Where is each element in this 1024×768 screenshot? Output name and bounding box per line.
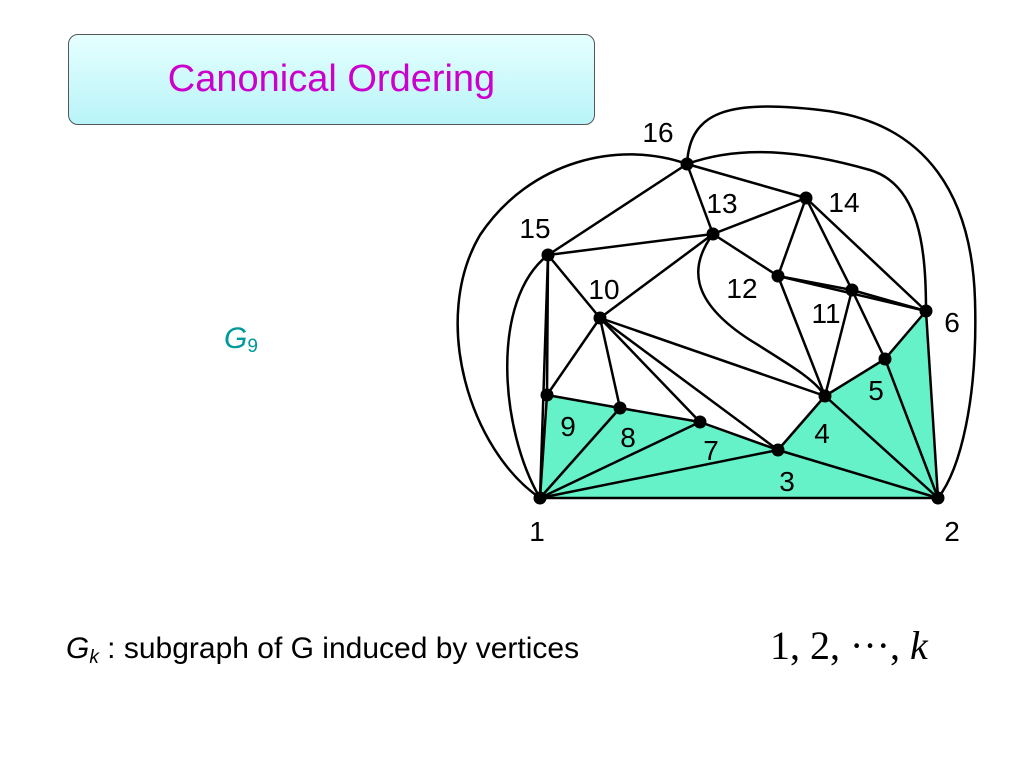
edge-5-2: [883, 358, 940, 499]
edge-6-2: [924, 310, 940, 499]
edge-1-7: [539, 420, 701, 500]
edge-14-6: [805, 197, 927, 312]
subgraph-label-sub: 9: [247, 336, 258, 357]
vertex-11: [845, 283, 859, 297]
vertex-label-16: 16: [642, 117, 673, 148]
edge-1-15: [506, 254, 549, 499]
vertex-6: [919, 304, 933, 318]
edge-1-3: [539, 448, 779, 500]
edge-16-13: [685, 163, 715, 235]
vertex-label-5: 5: [868, 375, 884, 406]
vertex-10: [593, 311, 607, 325]
vertex-label-3: 3: [779, 466, 795, 497]
vertex-label-4: 4: [814, 418, 830, 449]
page-title: Canonical Ordering: [167, 58, 496, 100]
formula-dots: ···,: [850, 623, 910, 668]
edge-10-7: [599, 317, 701, 423]
edge-10-15: [547, 254, 601, 319]
edge-1-15: [538, 254, 550, 499]
vertex-label-13: 13: [706, 188, 737, 219]
edge-7-8: [619, 406, 701, 424]
edge-13-4: [696, 233, 827, 397]
vertex-sequence-formula: 1, 2, ···, k: [770, 622, 928, 669]
vertex-label-2: 2: [944, 516, 960, 547]
vertex-label-8: 8: [620, 422, 636, 453]
edge-16-14: [686, 162, 807, 200]
caption: Gk : subgraph of G induced by vertices: [66, 632, 579, 669]
vertex-label-1: 1: [529, 516, 545, 547]
edge-11-5: [850, 289, 887, 360]
title-box: Canonical Ordering: [68, 34, 595, 125]
caption-symbol: G: [66, 632, 90, 665]
edge-16-6: [686, 150, 928, 312]
edge-13-14: [712, 196, 807, 236]
vertex-label-10: 10: [588, 274, 619, 305]
edge-3-2: [777, 448, 939, 500]
edge-3-7: [699, 420, 779, 452]
formula-end: k: [909, 623, 928, 668]
edge-10-8: [598, 317, 622, 409]
vertex-5: [878, 352, 892, 366]
vertex-1: [533, 491, 547, 505]
edge-4-5: [824, 357, 886, 398]
caption-text: : subgraph of G induced by vertices: [98, 632, 580, 665]
vertex-label-6: 6: [944, 307, 960, 338]
vertex-13: [706, 227, 720, 241]
vertex-7: [693, 415, 707, 429]
edge-15-13: [547, 232, 714, 257]
vertex-15: [541, 248, 555, 262]
edge-1-8: [539, 407, 621, 499]
vertex-2: [931, 491, 945, 505]
edge-5-6: [884, 310, 927, 360]
edge-10-4: [599, 316, 826, 398]
edge-9-10: [545, 317, 602, 396]
edge-14-12: [776, 197, 808, 277]
vertex-label-14: 14: [828, 187, 859, 218]
vertex-3: [771, 443, 785, 457]
vertex-8: [613, 401, 627, 415]
edge-12-4: [776, 275, 827, 397]
edge-10-3: [599, 316, 779, 452]
vertex-label-11: 11: [811, 298, 840, 329]
edge-11-4: [823, 289, 854, 397]
subgraph-label-base: G: [224, 322, 248, 355]
edge-14-11: [804, 197, 854, 291]
vertex-label-12: 12: [726, 273, 757, 304]
vertex-9: [540, 388, 554, 402]
edge-4-2: [824, 395, 939, 499]
edge-13-12: [712, 232, 779, 278]
vertex-label-9: 9: [560, 411, 576, 442]
edge-8-9: [546, 393, 621, 410]
vertex-12: [771, 269, 785, 283]
vertex-label-7: 7: [703, 435, 719, 466]
formula-start: 1, 2,: [770, 623, 850, 668]
vertex-14: [799, 191, 813, 205]
vertex-4: [818, 389, 832, 403]
edge-16-2: [685, 105, 977, 499]
caption-sub: k: [89, 647, 99, 668]
vertex-16: [680, 157, 694, 171]
subgraph-label: G9: [224, 322, 258, 358]
edge-1-16: [456, 153, 688, 500]
edge-3-4: [777, 395, 826, 451]
vertex-label-15: 15: [519, 213, 550, 244]
edge-15-16: [547, 162, 688, 257]
edge-10-13: [599, 232, 714, 320]
